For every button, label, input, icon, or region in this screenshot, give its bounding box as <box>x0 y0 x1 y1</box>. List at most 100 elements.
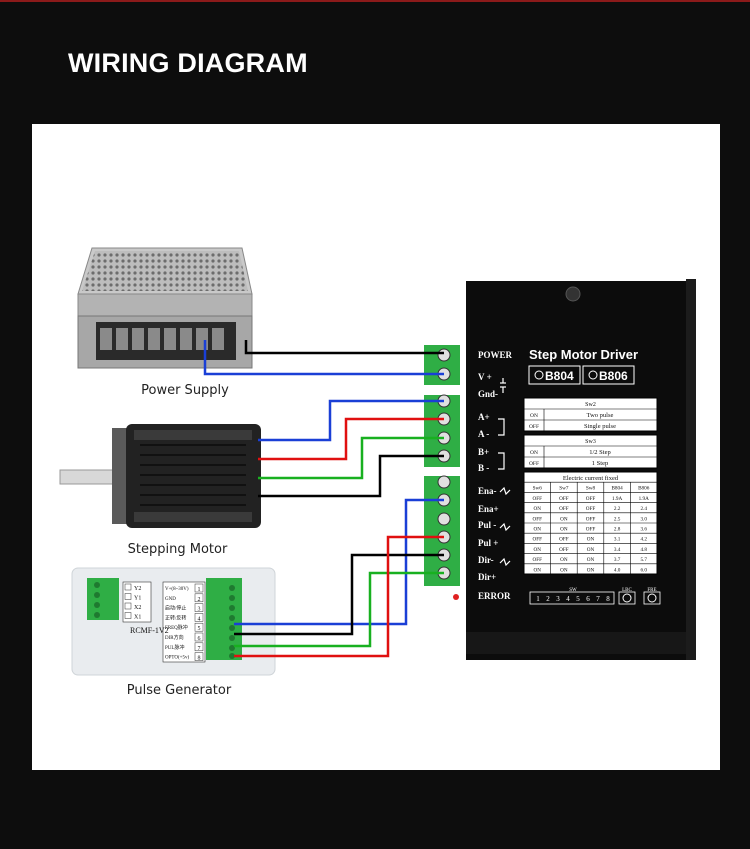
current-table-cell: ON <box>587 537 595 543</box>
sw2-header: Sw2 <box>585 402 596 408</box>
current-table-column-header: Sw6 <box>533 486 543 492</box>
current-table-cell: OFF <box>533 537 543 543</box>
sw2-cell: ON <box>530 413 538 419</box>
current-table-cell: 2.8 <box>614 527 621 533</box>
power-supply-vent-grid <box>82 251 248 291</box>
stepping-motor-image <box>59 424 261 528</box>
sw3-cell: ON <box>530 450 538 456</box>
wire-signal-black <box>234 553 444 636</box>
sw3-cell: OFF <box>529 461 539 467</box>
current-table-cell: OFF <box>586 506 596 512</box>
wire-power-blue <box>203 340 444 376</box>
signal-terminal-block <box>424 475 460 586</box>
power-terminal-block <box>424 345 460 385</box>
current-table-column-header: B804 <box>611 486 623 492</box>
pulse-gen-left-label: Y2 <box>134 586 141 592</box>
current-table-cell: 2.2 <box>614 506 621 512</box>
wire-signal-green <box>234 571 444 648</box>
pulse-gen-right-label: V+(8~30V) <box>165 587 189 592</box>
v-plus-label: V + <box>478 372 492 382</box>
current-table-cell: ON <box>560 516 568 522</box>
current-table-cell: 1.9A <box>639 496 649 502</box>
current-table-cell: 3.1 <box>614 537 621 543</box>
pulse-gen-left-label: Y1 <box>134 596 141 602</box>
wire-motor-green <box>258 436 444 480</box>
current-table-cell: ON <box>587 567 595 573</box>
current-table-cell: 3.4 <box>614 547 621 553</box>
current-table-cell: ON <box>587 547 595 553</box>
current-table-column-header: Sw7 <box>559 486 569 492</box>
wire-signal-red <box>234 535 444 658</box>
page-heading: WIRING DIAGRAM <box>68 48 308 78</box>
pulse-gen-right-terminal <box>206 578 242 660</box>
current-table-cell: ON <box>534 506 542 512</box>
pulse-gen-right-label: GND <box>165 597 176 602</box>
current-table-cell: OFF <box>533 557 543 563</box>
wire-power-black <box>244 340 444 355</box>
error-led <box>453 594 459 600</box>
ena-minus-label: Ena- <box>478 486 497 496</box>
pulse-gen-right-label: OPTO(+5v) <box>165 656 189 661</box>
pulse-gen-model: RCMF-1V2 <box>130 626 169 635</box>
fre-label: FRE <box>647 588 656 593</box>
current-table-cell: 4.2 <box>640 537 647 543</box>
wire-motor-blue <box>258 399 444 442</box>
current-table-cell: 3.0 <box>640 516 647 522</box>
current-table-column-header: Sw8 <box>586 486 596 492</box>
pulse-gen-right-label: 正转/反转 <box>165 614 186 621</box>
current-table-cell: ON <box>587 557 595 563</box>
gnd-label: Gnd- <box>478 389 498 399</box>
pul-plus-label: Pul + <box>478 538 498 548</box>
current-table-cell: 3.7 <box>614 557 621 563</box>
pulse-gen-right-number: 3 <box>198 607 201 613</box>
current-table-cell: 3.6 <box>640 527 647 533</box>
pulse-gen-left-label: X1 <box>134 615 141 621</box>
current-table-cell: ON <box>560 567 568 573</box>
current-table-cell: OFF <box>586 516 596 522</box>
error-label: ERROR <box>478 591 511 601</box>
dip-number: 8 <box>606 595 610 603</box>
a-minus-label: A - <box>478 429 489 439</box>
model-box-b804 <box>528 365 581 385</box>
pulse-gen-right-number: 8 <box>198 656 201 662</box>
pulse-gen-right-number: 4 <box>198 616 201 622</box>
current-table-header: Electric current fixed <box>563 475 619 482</box>
sw3-header: Sw3 <box>585 439 596 445</box>
b-minus-label: B - <box>478 463 489 473</box>
current-table-cell: OFF <box>559 547 569 553</box>
sw3-cell: 1/2 Step <box>589 449 611 456</box>
dir-minus-label: Dir- <box>478 555 494 565</box>
power-supply-image <box>77 247 253 369</box>
wire-motor-red <box>258 417 444 461</box>
driver-title: Step Motor Driver <box>529 347 638 362</box>
power-supply-caption: Power Supply <box>141 383 229 398</box>
model-box-b806 <box>582 365 635 385</box>
pul-minus-label: Pul - <box>478 520 496 530</box>
sw2-cell: Single pulse <box>584 423 616 430</box>
current-table-cell: 2.4 <box>640 506 647 512</box>
current-table-cell: OFF <box>559 537 569 543</box>
current-table-cell: ON <box>560 557 568 563</box>
terminal-symbols <box>498 378 511 567</box>
dip-number: 3 <box>556 595 560 603</box>
pulse-gen-left-label: X2 <box>134 605 141 611</box>
dip-label: SW <box>569 588 577 593</box>
sw2-cell: Two pulse <box>587 412 614 419</box>
pulse-gen-right-label: PUL脉冲 <box>165 644 184 651</box>
power-label: POWER <box>478 350 513 360</box>
pulse-gen-right-number: 6 <box>198 636 201 642</box>
dip-number: 7 <box>596 595 600 603</box>
wire-motor-black <box>258 454 444 498</box>
stepping-motor-caption: Stepping Motor <box>127 542 228 557</box>
current-table-column-header: B806 <box>638 486 650 492</box>
model-b806: B806 <box>599 369 628 383</box>
pulse-generator-caption: Pulse Generator <box>126 683 232 698</box>
current-table-cell: ON <box>560 527 568 533</box>
current-table-cell: 1.9A <box>612 496 622 502</box>
